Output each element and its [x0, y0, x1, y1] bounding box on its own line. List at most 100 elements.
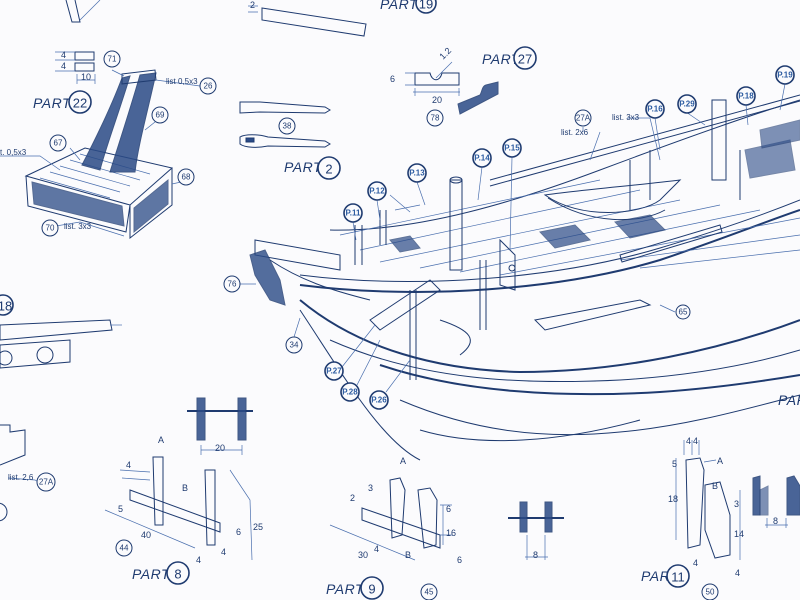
dimension-label: 20: [215, 443, 225, 453]
callout-27a: 27A: [576, 114, 591, 123]
part-number-11: 11: [671, 570, 685, 585]
dimension-label: 5: [672, 459, 677, 469]
part-number-8: 8: [174, 567, 181, 582]
ship-label-p19: P.19: [777, 71, 793, 80]
callout-44: 44: [120, 544, 129, 553]
ship-label-p16: P.16: [647, 105, 663, 114]
step-fragment: list. 2,6 27A: [0, 424, 56, 522]
ship-label-p29: P.29: [679, 100, 695, 109]
dimension-label: 1.2: [437, 45, 453, 61]
callout-71: 71: [108, 55, 117, 64]
part-label-word: PART.: [380, 0, 421, 12]
part-9-bitts: A B 3 2 30 4 6 16 6 45 PART. 9 8: [326, 456, 564, 600]
dimension-label: 5: [118, 504, 123, 514]
note-list: list 0,5x3: [166, 77, 198, 86]
dimension-label: B: [182, 483, 188, 493]
dimension-label: 4: [693, 558, 698, 568]
ship-part-labels: P.11 P.12 P.13 P.14 P.15 P.16 P.18 P.19 …: [223, 65, 795, 410]
dimension-label: 16: [446, 528, 456, 538]
dimension-label: 6: [457, 555, 462, 565]
part-label-partial: PAR: [778, 392, 800, 408]
dimension-label: 4: [735, 568, 740, 578]
callout-76: 76: [228, 280, 237, 289]
callout-27a-left: 27A: [39, 478, 54, 487]
dimension-label: A: [717, 456, 723, 466]
note-list: list. 3x3: [64, 222, 92, 231]
dimension-label: A: [400, 456, 406, 466]
dimension-label: 14: [734, 529, 744, 539]
dimension-label: B: [405, 550, 411, 560]
callout-45: 45: [425, 588, 434, 597]
dimension-label: 4: [693, 436, 698, 446]
dimension-label: 3: [368, 483, 373, 493]
part-number-22: 22: [73, 96, 87, 111]
dimension-label: 4: [221, 547, 226, 557]
dimension-label: 4: [61, 61, 66, 71]
part-number-2: 2: [325, 162, 332, 177]
part-number-9: 9: [368, 582, 375, 597]
part-19-plank: 2 PART. 19: [248, 0, 437, 37]
callout-34: 34: [290, 341, 299, 350]
part-number-circle: [415, 0, 437, 14]
callout-78: 78: [431, 114, 440, 123]
ship-bow-isometric: P.11 P.12 P.13 P.14 P.15 P.16 P.18 P.19 …: [223, 65, 800, 461]
part-number-19: 19: [419, 0, 433, 12]
ship-label-p13: P.13: [409, 169, 425, 178]
dimension-label: 25: [253, 522, 263, 532]
dimension-label: 18: [668, 494, 678, 504]
ship-label-p15: P.15: [504, 144, 520, 153]
callout-18: 18: [0, 299, 12, 314]
dimension-label: 6: [390, 74, 395, 84]
callout-50: 50: [706, 588, 715, 597]
part-label-word: PART.: [284, 159, 325, 175]
note-list: t. 0,5x3: [0, 148, 27, 157]
dimension-label: 4: [374, 544, 379, 554]
part-2-tillers: 38 PART. 2: [239, 101, 341, 180]
part-label-word: PART.: [482, 51, 523, 67]
dimension-label: 40: [141, 530, 151, 540]
callout-38: 38: [283, 122, 292, 131]
ship-label-p18: P.18: [738, 92, 754, 101]
callout-70: 70: [46, 224, 55, 233]
dimension-label: 4: [126, 460, 131, 470]
deck-grating: [389, 214, 666, 253]
part-number-27: 27: [518, 52, 532, 67]
ship-label-p12: P.12: [369, 187, 385, 196]
note-list: list. 2,6: [8, 473, 34, 482]
dimension-label: 6: [236, 527, 241, 537]
part-label-word: PART.: [132, 566, 173, 582]
dimension-label: 4: [686, 436, 691, 446]
note-list: list. 2x6: [561, 128, 589, 137]
part-11-post: 4 4 5 18 3 14 4 4 A B 50 PART. 11 8: [641, 436, 800, 600]
ship-label-p28: P.28: [342, 388, 358, 397]
dimension-label: 30: [358, 550, 368, 560]
dimension-label: 20: [432, 95, 442, 105]
dimension-label: A: [158, 435, 164, 445]
callout-67: 67: [54, 139, 63, 148]
dimension-label: 8: [773, 516, 778, 526]
part-label-word: PART.: [33, 95, 74, 111]
callout-26: 26: [204, 82, 213, 91]
part-8-pinrail: 20 A B 4 5 40 25 6 4 4 44 PART. 8: [104, 397, 263, 585]
cannon-fragment: 18: [0, 294, 122, 369]
dimension-label: B: [712, 481, 718, 491]
ship-label-p26: P.26: [371, 396, 387, 405]
top-left-fragment: [65, 0, 101, 23]
part-27-chock: 6 20 1.2 78 PART. 27: [390, 45, 537, 127]
ship-label-p11: P.11: [346, 209, 362, 218]
dimension-label: 4: [196, 555, 201, 565]
part-22-bitts-assembly: 4 4 10 PART. 22 71 list 0,5x3 26 69 67 6…: [0, 50, 217, 240]
dimension-label: 2: [350, 493, 355, 503]
dimension-label: 6: [446, 504, 451, 514]
callout-65: 65: [679, 308, 688, 317]
dimension-label: 10: [81, 72, 91, 82]
part-number-circle: [68, 90, 92, 114]
callout-68: 68: [182, 173, 191, 182]
ship-label-p27: P.27: [326, 367, 342, 376]
dimension-label: 2: [250, 0, 255, 10]
note-list: list. 3x3: [612, 113, 640, 122]
dimension-label: 3: [734, 499, 739, 509]
part-label-word: PART.: [326, 581, 367, 597]
